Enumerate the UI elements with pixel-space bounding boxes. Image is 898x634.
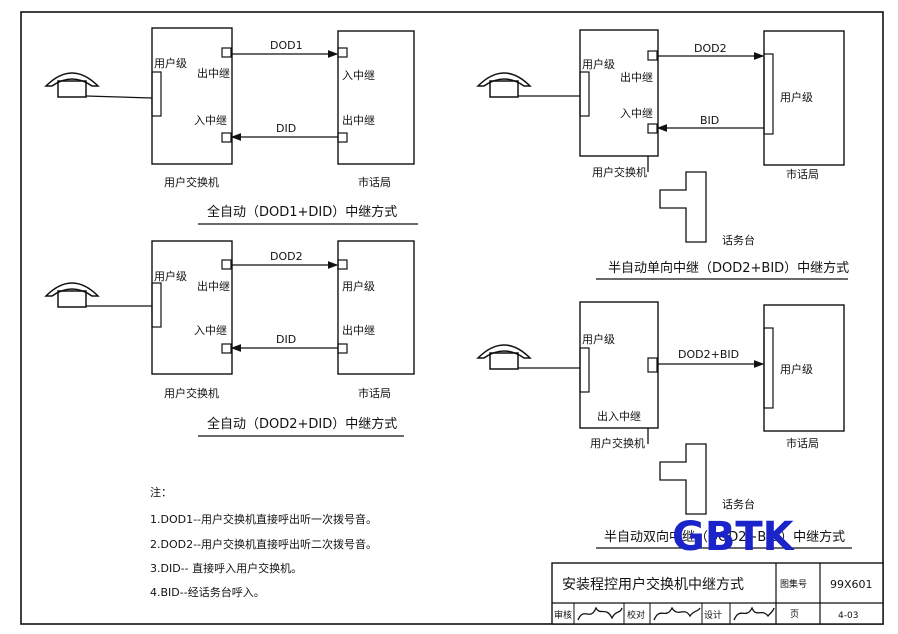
operator-desk-shape [659,443,707,515]
diagram-semi-auto-one-way: 用户级 出中继 入中继 用户级 DOD2 BID 用户交换机 市话局 话务台 半… [476,29,849,280]
diagram-caption: 半自动单向中继（DOD2+BID）中继方式 [608,260,849,276]
operator-desk-shape [659,171,707,243]
atlas-number-label: 图集号 [780,578,807,590]
pbx-label: 用户交换机 [164,175,219,189]
trunk-port [221,47,232,58]
reviewer-signature [577,606,623,621]
trunk-in-label: 入中继 [620,107,653,120]
trunk-out-label: 出中继 [342,113,375,127]
review-label: 审核 [554,609,572,621]
diagram-semi-auto-two-way: 用户级 出入中继 用户级 DOD2+BID 用户交换机 市话局 话务台 半自动双… [476,301,852,549]
dod2-label: DOD2 [694,42,727,55]
pbx-box [151,27,233,165]
local-office-box [337,30,415,165]
local-office-label: 市话局 [786,167,819,181]
subscriber-stage-label: 用户级 [154,56,187,70]
note-item: 1.DOD1--用户交换机直接呼出听一次拨号音。 [150,512,377,526]
diagram-dod2-did: 用户级 出中继 入中继 用户级 出中继 DOD2 DID 用户交换机 市话局 全… [44,240,415,437]
did-label: DID [276,122,296,135]
drawing-title: 安装程控用户交换机中继方式 [562,576,744,593]
diagram-caption: 全自动（DOD1+DID）中继方式 [207,204,397,220]
local-office-label: 市话局 [358,386,391,400]
dod2-bid-label: DOD2+BID [678,348,739,361]
local-office-label: 市话局 [786,436,819,450]
telephone-icon [476,344,532,370]
subscriber-stage-block [151,71,162,117]
sheet-border [20,11,884,625]
checker-signature [653,606,701,621]
diagram-caption: 全自动（DOD2+DID）中继方式 [207,416,397,432]
diagram-caption: 半自动双向中继（DOD2+BID）中继方式 [604,529,845,545]
trunk-out-label: 出中继 [197,279,230,293]
trunk-port [647,123,658,134]
page-number: 4-03 [838,611,858,621]
office-port [337,259,348,270]
note-item: 3.DID-- 直接呼入用户交换机。 [150,561,302,575]
trunk-port [647,50,658,61]
atlas-number: 99X601 [830,578,873,591]
office-port [337,47,348,58]
subscriber-stage-label: 用户级 [582,57,615,71]
title-block: 安装程控用户交换机中继方式 图集号 99X601 页 4-03 审核 校对 设计 [551,562,884,625]
bid-label: BID [700,114,719,127]
pbx-label: 用户交换机 [590,436,645,450]
subscriber-stage-label: 用户级 [582,332,615,346]
telephone-icon [44,72,100,98]
operator-desk-label: 话务台 [722,497,755,511]
note-item: 2.DOD2--用户交换机直接呼出听二次拨号音。 [150,537,377,551]
subscriber-stage-block [579,71,590,117]
pbx-box [151,240,233,375]
office-subscriber-block [763,327,774,409]
pbx-box [579,29,659,157]
design-label: 设计 [704,609,722,621]
office-subscriber-block [763,53,774,135]
operator-desk-label: 话务台 [722,233,755,247]
trunk-in-out-label: 出入中继 [597,409,641,423]
office-port [337,132,348,143]
trunk-in-label: 入中继 [342,69,375,82]
local-office-box [337,240,415,375]
trunk-out-label: 出中继 [620,70,653,84]
local-office-label: 市话局 [358,175,391,189]
pbx-label: 用户交换机 [164,386,219,400]
check-label: 校对 [627,609,645,621]
subscriber-stage-label: 用户级 [780,90,813,104]
subscriber-stage-block [579,347,590,393]
subscriber-stage-label: 用户级 [342,279,375,293]
trunk-in-label: 入中继 [194,114,227,127]
dod1-label: DOD1 [270,39,303,52]
dod2-label: DOD2 [270,250,303,263]
notes-heading: 注： [150,485,172,499]
subscriber-stage-label: 用户级 [154,269,187,283]
trunk-port [221,132,232,143]
trunk-port [221,343,232,354]
pbx-label: 用户交换机 [592,165,647,179]
trunk-out-label: 出中继 [342,323,375,337]
phone-line [85,95,153,99]
subscriber-stage-block [151,282,162,328]
note-item: 4.BID--经话务台呼入。 [150,585,265,599]
trunk-in-label: 入中继 [194,324,227,337]
telephone-icon [476,72,532,98]
notes-block: 注： 1.DOD1--用户交换机直接呼出听一次拨号音。 2.DOD2--用户交换… [150,485,377,599]
did-label: DID [276,333,296,346]
diagram-dod1-did: 用户级 出中继 入中继 入中继 出中继 DOD1 DID 用户交换机 市话局 全… [44,27,418,225]
trunk-out-label: 出中继 [197,66,230,80]
office-port [337,343,348,354]
watermark-text: GBTK [672,514,796,560]
telephone-icon [44,282,100,308]
designer-signature [733,606,775,621]
page-label: 页 [790,609,799,620]
trunk-port [221,259,232,270]
subscriber-stage-label: 用户级 [780,362,813,376]
trunk-port [647,357,658,373]
